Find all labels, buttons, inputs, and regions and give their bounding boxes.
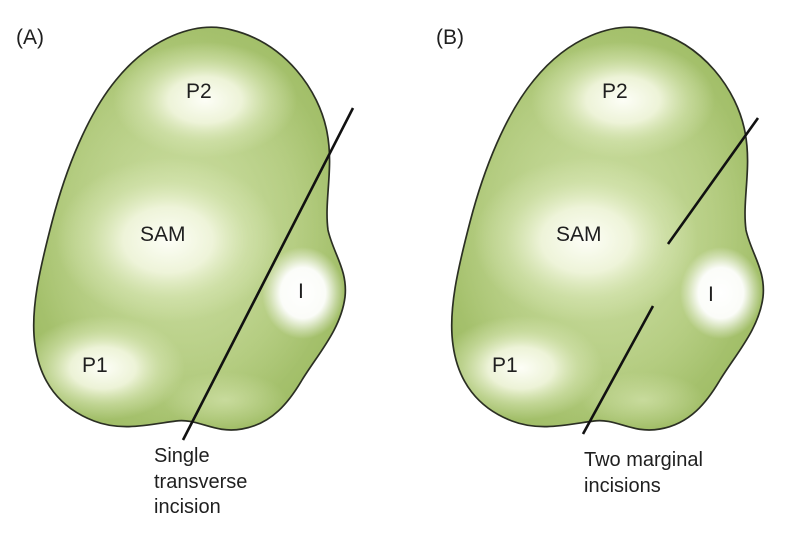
region-label-p2-b: P2	[602, 80, 628, 103]
region-label-i-b: I	[708, 283, 714, 306]
panel-label-b: (B)	[436, 26, 464, 49]
marginal-incision-line-lower	[581, 305, 655, 435]
region-label-sam-b: SAM	[556, 223, 602, 246]
marginal-incision-line-upper	[666, 117, 760, 245]
region-label-p1-a: P1	[82, 354, 108, 377]
single-transverse-incision-line	[181, 107, 355, 441]
region-label-i-a: I	[298, 280, 304, 303]
caption-two-marginal-incisions: Two marginal incisions	[584, 449, 703, 497]
region-label-p1-b: P1	[492, 354, 518, 377]
region-label-sam-a: SAM	[140, 223, 186, 246]
region-label-p2-a: P2	[186, 80, 212, 103]
panel-label-a: (A)	[16, 26, 44, 49]
caption-single-transverse-incision: Single transverse incision	[154, 445, 248, 519]
